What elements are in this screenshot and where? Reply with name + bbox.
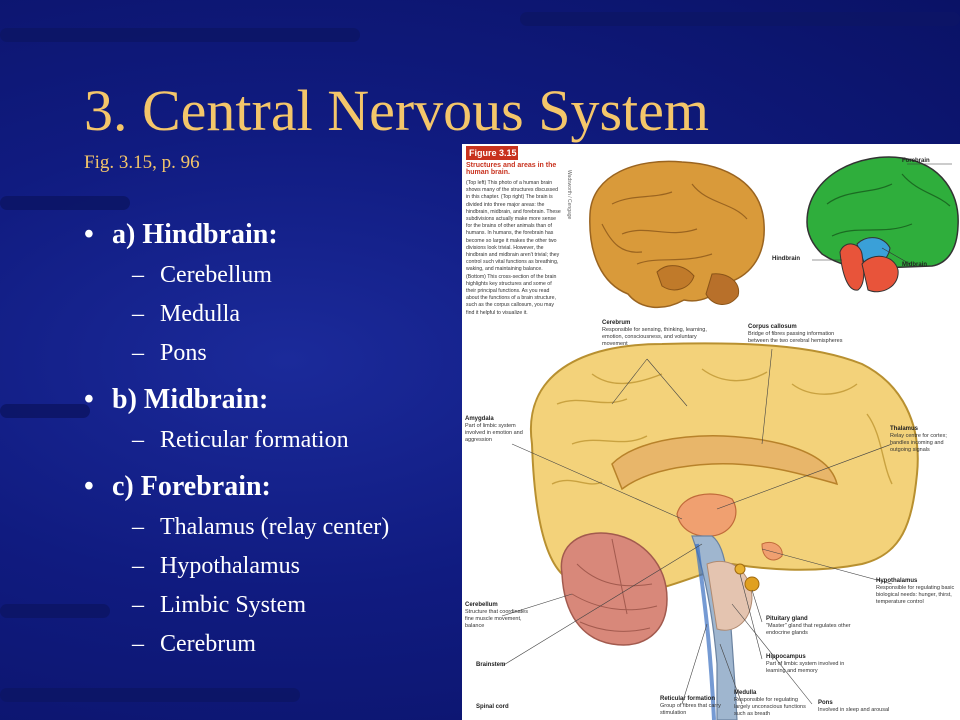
dash-icon: – [132, 553, 144, 579]
brain-figure: Figure 3.15 Structures and areas in the … [462, 144, 960, 720]
list-item: Thalamus (relay center) [160, 514, 390, 540]
list-item: Medulla [160, 301, 240, 327]
callout-lines [501, 348, 893, 705]
bullet-icon: • [84, 384, 94, 415]
diagram-label-midbrain: Midbrain [902, 262, 927, 268]
background-streak [0, 404, 90, 418]
label-pituitary: Pituitary gland"Master" gland that regul… [766, 616, 851, 636]
list-item: Cerebrum [160, 631, 256, 657]
section-heading: a) Hindbrain: [112, 219, 278, 250]
background-streak [520, 12, 960, 26]
slide-title: 3. Central Nervous System [84, 78, 710, 143]
list-item: Hypothalamus [160, 553, 300, 579]
background-streak [0, 196, 130, 210]
dash-icon: – [132, 592, 144, 618]
dash-icon: – [132, 301, 144, 327]
brain-regions-diagram [806, 156, 959, 293]
list-item: Cerebellum [160, 262, 272, 288]
section-heading: b) Midbrain: [112, 384, 269, 415]
dash-icon: – [132, 340, 144, 366]
list-item: Limbic System [160, 592, 306, 618]
diagram-label-hindbrain: Hindbrain [772, 256, 800, 262]
figure-title: Structures and areas in the human brain. [466, 162, 557, 176]
figure-reference: Fig. 3.15, p. 96 [84, 152, 200, 173]
background-streak [0, 28, 360, 42]
diagram-label-forebrain: Forebrain [902, 158, 930, 164]
dash-icon: – [132, 262, 144, 288]
dash-icon: – [132, 427, 144, 453]
brain-photo [589, 160, 765, 309]
photo-credit: Wadsworth / Cengage [566, 170, 572, 220]
section-midbrain: • b) Midbrain: –Reticular formation [84, 379, 464, 460]
label-spinal-cord: Spinal cord [476, 704, 509, 710]
section-heading: c) Forebrain: [112, 471, 271, 502]
dash-icon: – [132, 631, 144, 657]
section-hindbrain: •a) Hindbrain: –Cerebellum –Medulla –Pon… [84, 214, 464, 373]
brain-cross-section [529, 342, 919, 720]
list-item: Reticular formation [160, 427, 349, 453]
bullet-icon: • [84, 219, 94, 250]
bullet-icon: • [84, 471, 94, 502]
section-forebrain: •c) Forebrain: –Thalamus (relay center) … [84, 466, 464, 664]
label-brainstem: Brainstem [476, 662, 506, 668]
figure-tag: Figure 3.15 [466, 146, 518, 160]
background-streak [0, 688, 300, 702]
list-item: Pons [160, 340, 207, 366]
background-streak [0, 604, 110, 618]
brain-illustrations [501, 156, 959, 720]
dash-icon: – [132, 514, 144, 540]
figure-caption: (Top left) This photo of a human brain s… [466, 180, 561, 316]
bullet-list: •a) Hindbrain: –Cerebellum –Medulla –Pon… [84, 214, 464, 670]
